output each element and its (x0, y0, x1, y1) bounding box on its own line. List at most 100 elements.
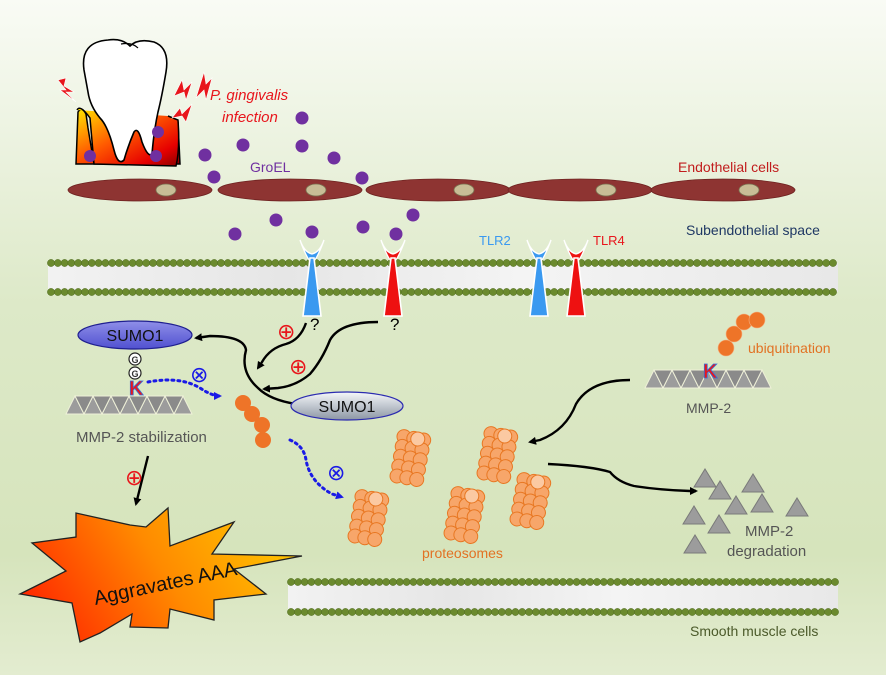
lipid-head (429, 578, 438, 586)
mmp2-fragment (750, 493, 774, 513)
lipid-head (713, 259, 722, 267)
lipid-head (699, 259, 708, 267)
tlr4-question-mark: ? (390, 315, 399, 334)
lipid-head (81, 288, 89, 296)
lipid-head (722, 578, 731, 586)
lipid-head (495, 259, 504, 267)
lipid-head (87, 288, 96, 296)
lipid-head (790, 578, 799, 586)
lipid-head (795, 259, 803, 267)
lipid-head (525, 578, 533, 586)
lipid-head (742, 578, 751, 586)
lipid-head (788, 259, 797, 267)
lipid-head (557, 288, 565, 296)
lipid-head (287, 578, 295, 586)
mmp2-subunit (110, 395, 130, 416)
lipid-head (713, 288, 722, 296)
mmp2-fragment (707, 514, 731, 534)
proteasome-icon (347, 489, 390, 547)
lipid-head (620, 578, 629, 586)
lipid-head (672, 288, 681, 296)
lipid-head (831, 608, 839, 616)
lipid-head (353, 259, 361, 267)
tlr2-question-mark: ? (310, 315, 319, 334)
lipid-head (47, 259, 55, 267)
lipid-head (565, 608, 574, 616)
lipid-head (135, 259, 144, 267)
lipid-head (774, 259, 783, 267)
smooth-muscle-cells-label: Smooth muscle cells (690, 623, 818, 639)
mmp2-subunit (689, 369, 709, 390)
lipid-head (389, 608, 397, 616)
lipid-head (808, 288, 817, 296)
lipid-head (332, 288, 341, 296)
lipid-head (625, 259, 633, 267)
lipid-head (604, 288, 613, 296)
lipid-head (640, 608, 649, 616)
lipid-head (538, 608, 547, 616)
lipid-head (94, 259, 103, 267)
receptor-stalk (566, 257, 586, 317)
endothelial-cell (365, 178, 511, 202)
lipid-head (761, 259, 769, 267)
lipid-head (53, 259, 62, 267)
lipid-head (511, 578, 520, 586)
lipid-head (359, 288, 368, 296)
tlr4-label: TLR4 (593, 233, 625, 248)
groel-particle (355, 171, 369, 185)
lipid-head (633, 578, 642, 586)
lipid-head (604, 259, 613, 267)
lipid-head (183, 259, 191, 267)
lipid-head (611, 288, 620, 296)
lipid-head (645, 288, 654, 296)
lipid-head (307, 608, 316, 616)
lipid-head (429, 608, 438, 616)
lipid-head (489, 288, 497, 296)
lipid-head (572, 608, 581, 616)
lipid-head (491, 608, 499, 616)
lipid-head (373, 259, 382, 267)
lipid-head (756, 608, 765, 616)
lipid-head (545, 608, 554, 616)
lipid-head (550, 259, 559, 267)
lipid-head (203, 288, 212, 296)
lipid-head (128, 288, 137, 296)
lipid-head (237, 259, 246, 267)
proteasome-icon (389, 429, 432, 487)
lipid-head (115, 288, 123, 296)
tlr2-receptor-icon (299, 239, 325, 317)
lipid-head (230, 288, 239, 296)
lipid-head (441, 259, 450, 267)
tlr4-receptor-icon (563, 239, 589, 317)
lipid-head (60, 288, 69, 296)
lipid-head (183, 288, 191, 296)
lipid-head (783, 608, 792, 616)
lipid-head (701, 608, 710, 616)
lipid-head (416, 608, 425, 616)
groel-particles (198, 111, 420, 241)
lipid-head (67, 288, 76, 296)
lipid-head (346, 259, 355, 267)
groel-particle (305, 225, 319, 239)
lipid-head (416, 578, 425, 586)
mmp2-to-proteasome-arrow (528, 378, 631, 445)
lipid-head (735, 578, 744, 586)
lipid-head (824, 608, 833, 616)
proteasome-to-degradation-arrow (547, 462, 698, 495)
mmp2-subunit (671, 369, 691, 390)
lipid-head (654, 608, 663, 616)
glycine-2: G (131, 369, 138, 379)
lipid-head (436, 608, 445, 616)
lipid-head (756, 578, 765, 586)
lipid-head (783, 578, 792, 586)
lipid-head (155, 259, 164, 267)
lipid-head (463, 608, 472, 616)
lipid-head (287, 608, 295, 616)
mmp2-subunit (725, 369, 745, 390)
lipid-head (627, 608, 635, 616)
proteasome-cap (410, 431, 426, 447)
lipid-head (497, 578, 506, 586)
lipid-head (210, 259, 219, 267)
lipid-head (407, 259, 416, 267)
lipid-head (586, 578, 595, 586)
